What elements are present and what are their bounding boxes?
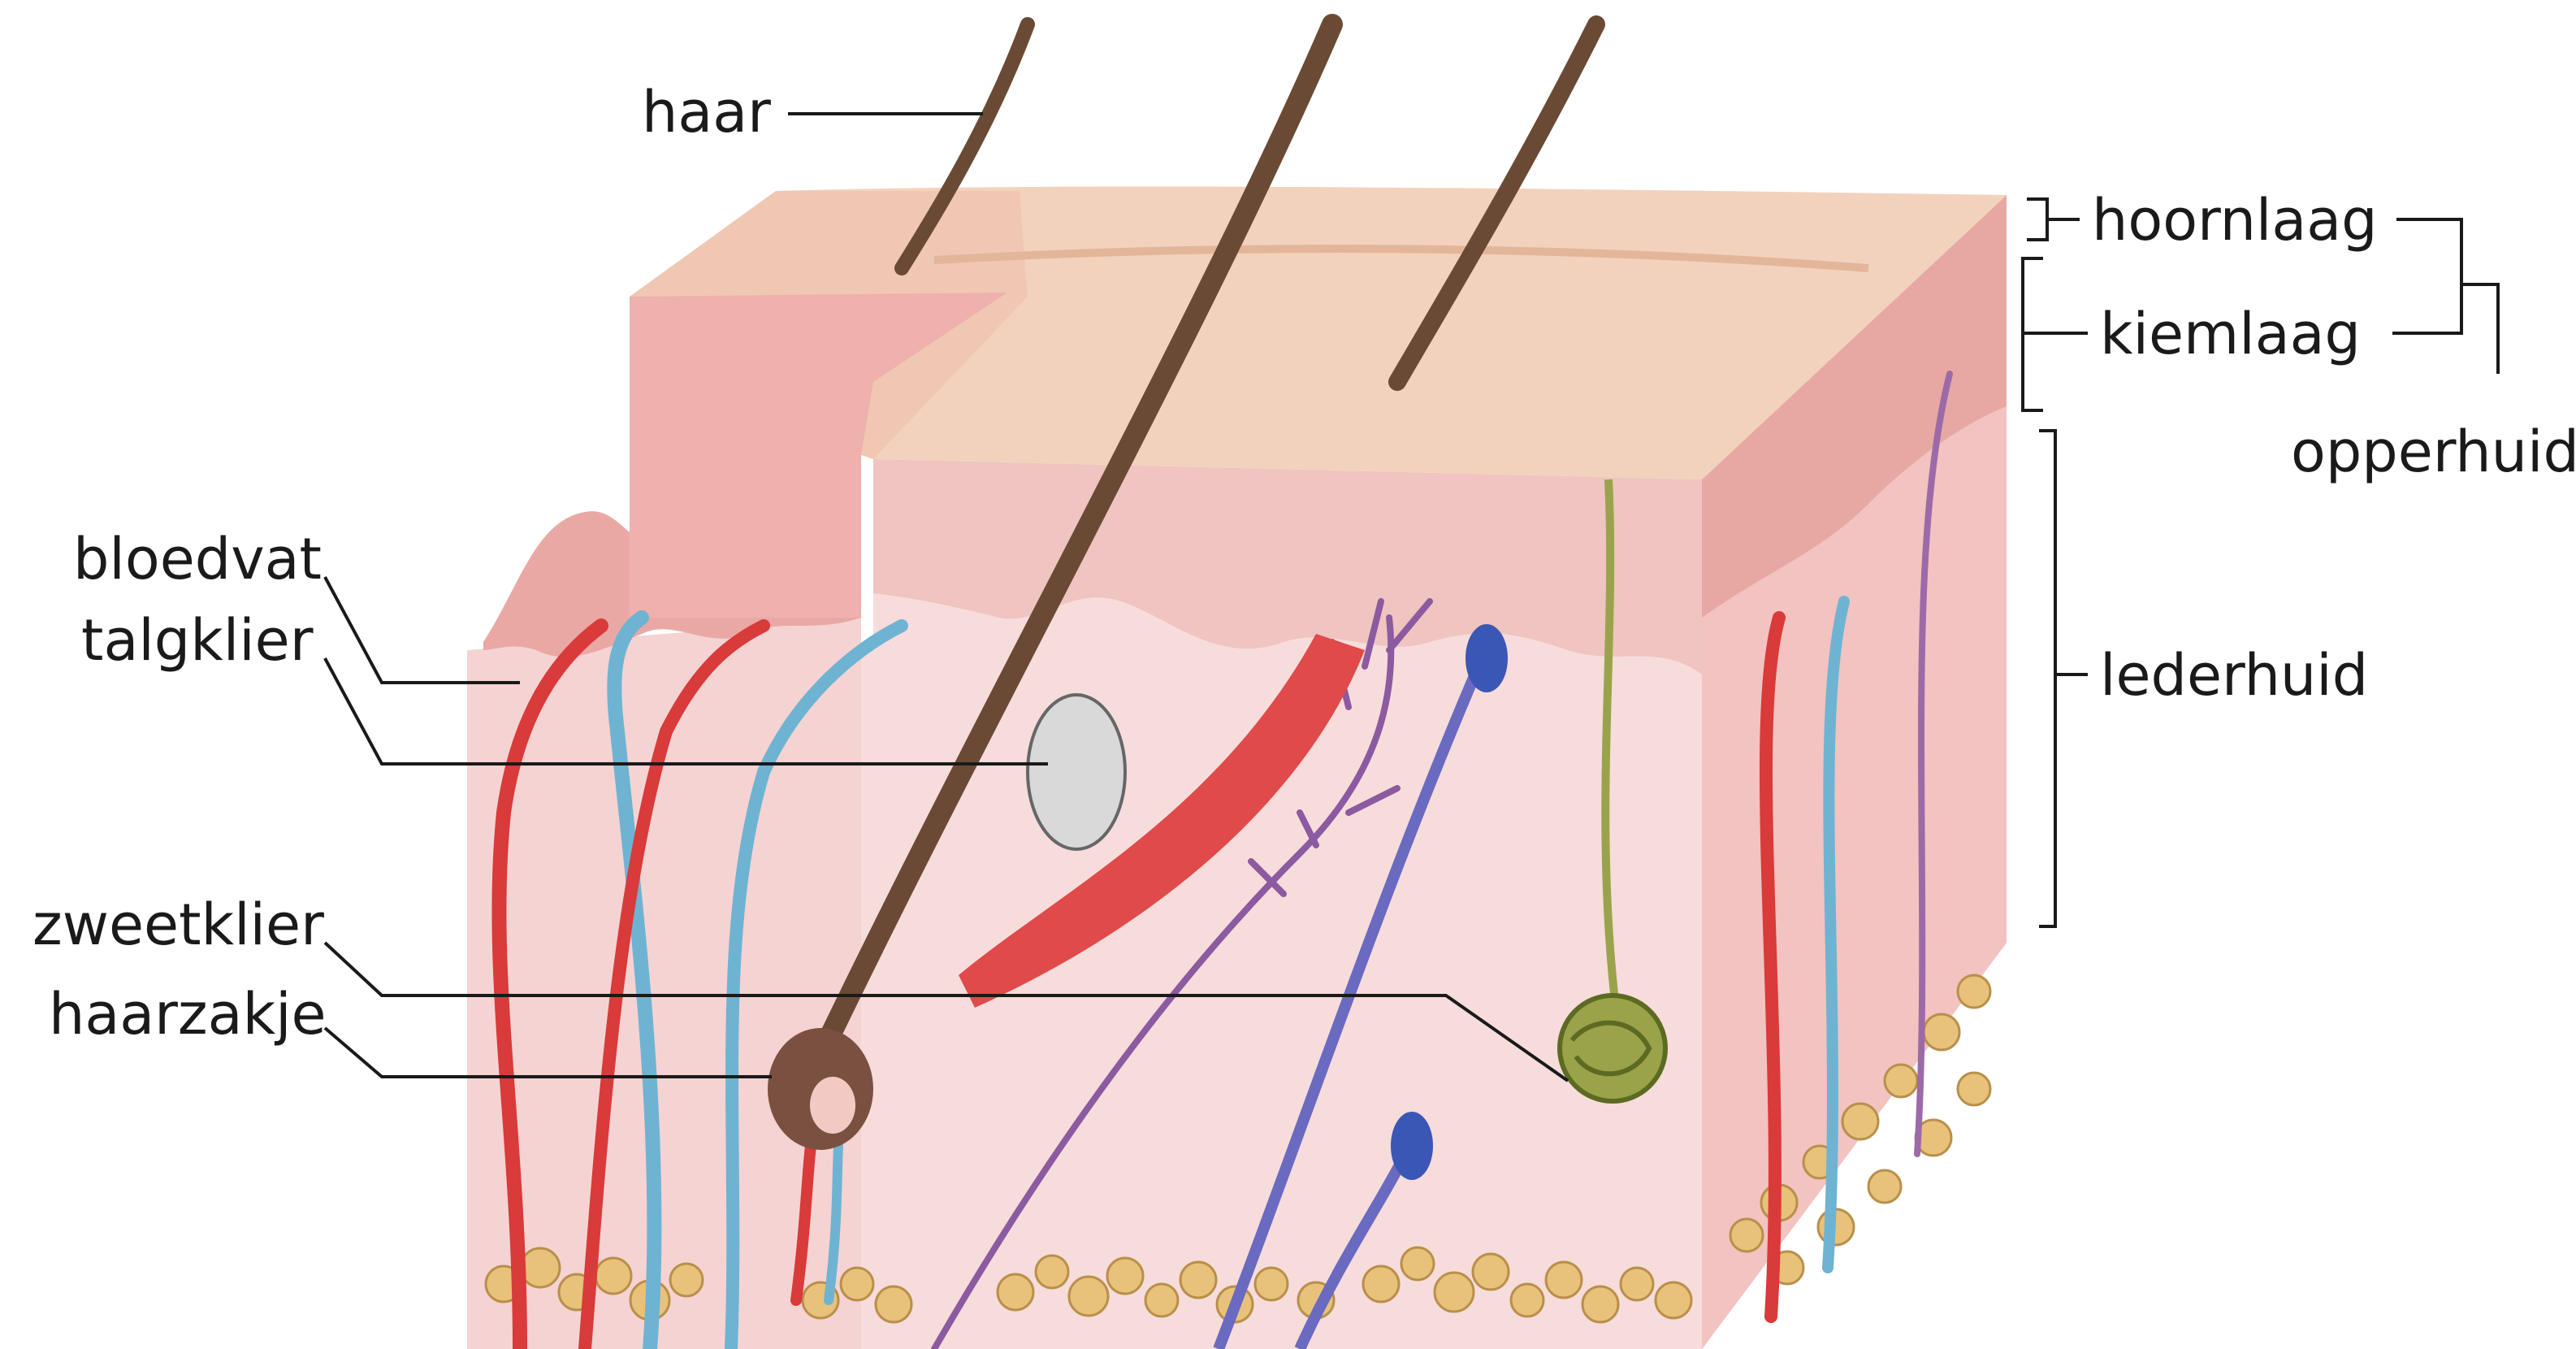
label-hoornlaag: hoornlaag: [2092, 187, 2378, 254]
label-kiemlaag: kiemlaag: [2100, 301, 2361, 367]
label-talgklier: talgklier: [81, 607, 314, 674]
label-haar: haar: [642, 79, 771, 145]
label-opperhuid: opperhuid: [2291, 419, 2576, 485]
skin-block-illustration: [467, 24, 2007, 1349]
label-bloedvat: bloedvat: [73, 526, 322, 592]
label-haarzakje: haarzakje: [49, 981, 327, 1048]
sebaceous-gland: [1028, 695, 1125, 849]
label-lederhuid: lederhuid: [2100, 642, 2368, 709]
label-zweetklier: zweetklier: [32, 891, 324, 958]
